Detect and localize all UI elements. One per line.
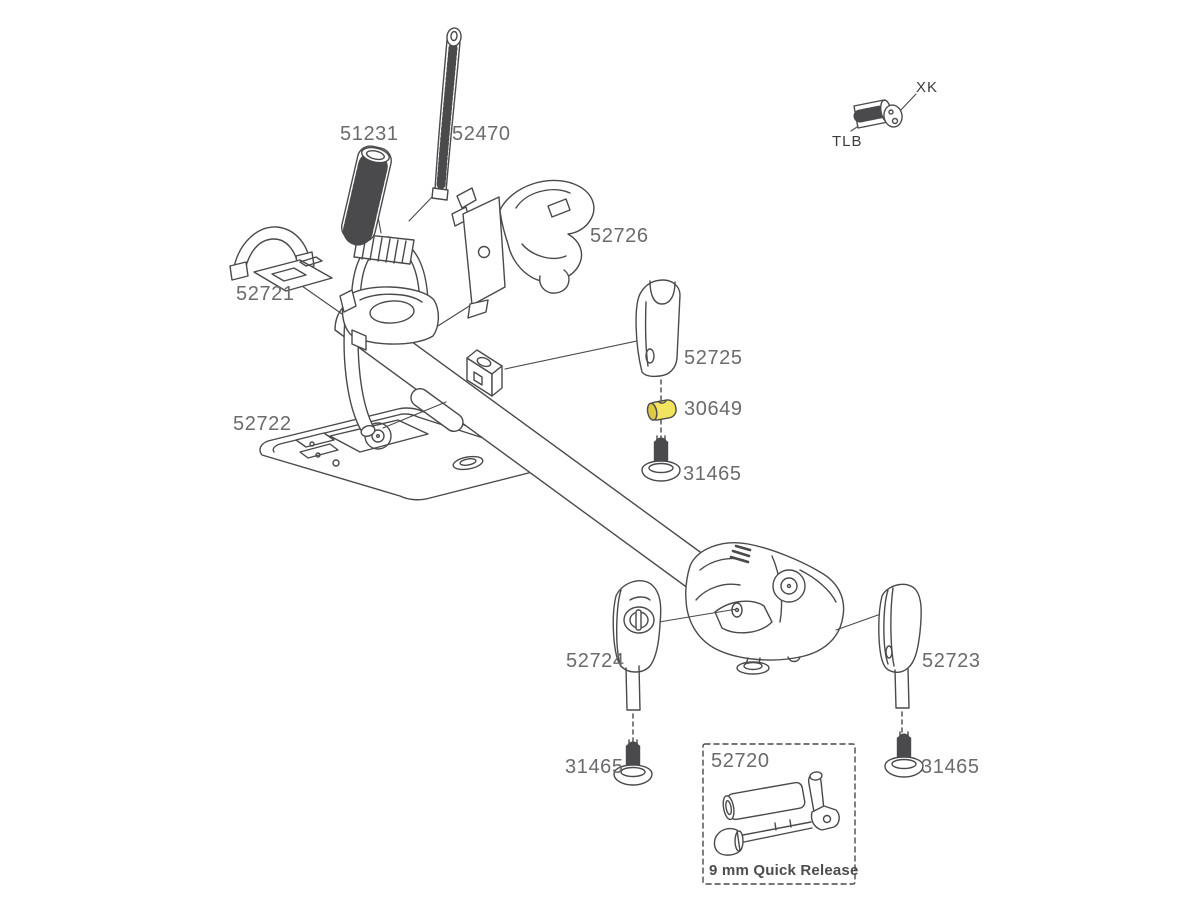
tbolt-right-drawing bbox=[885, 732, 923, 777]
part-label-52724: 52724 bbox=[566, 650, 625, 672]
clamp-head-drawing bbox=[685, 542, 845, 675]
part-label-52725: 52725 bbox=[684, 347, 743, 369]
lock-knob-left-drawing bbox=[612, 580, 662, 711]
part-label-xk: XK bbox=[916, 79, 939, 96]
part-label-31465-top: 31465 bbox=[683, 463, 742, 485]
quick-release-box-drawing bbox=[702, 743, 856, 885]
part-label-52722: 52722 bbox=[233, 413, 292, 435]
part-label-52720: 52720 bbox=[711, 750, 770, 772]
knob-right-drawing bbox=[878, 583, 922, 709]
line-art bbox=[229, 27, 923, 885]
part-label-30649: 30649 bbox=[684, 398, 743, 420]
part-label-52721: 52721 bbox=[236, 283, 295, 305]
wheel-holder-drawing bbox=[339, 233, 440, 437]
tbolt-top-drawing bbox=[642, 436, 680, 481]
wheel-strap-drawing bbox=[431, 27, 462, 201]
part-label-tlb: TLB bbox=[832, 133, 863, 150]
part-label-51231: 51231 bbox=[340, 123, 399, 145]
quick-release-caption: 9 mm Quick Release bbox=[709, 862, 859, 879]
knob-cover-drawing bbox=[635, 279, 681, 378]
arch-bracket-drawing bbox=[229, 226, 333, 292]
part-label-52470: 52470 bbox=[452, 123, 511, 145]
lock-cylinder-drawing bbox=[853, 99, 903, 129]
part-label-52726: 52726 bbox=[590, 225, 649, 247]
barrel-nut-highlight-drawing bbox=[646, 399, 677, 421]
part-label-52723: 52723 bbox=[922, 650, 981, 672]
part-label-31465-left: 31465 bbox=[565, 756, 624, 778]
rubber-sleeve-drawing bbox=[340, 145, 392, 250]
part-label-31465-right: 31465 bbox=[921, 756, 980, 778]
frame-clamp-drawing bbox=[451, 179, 595, 319]
